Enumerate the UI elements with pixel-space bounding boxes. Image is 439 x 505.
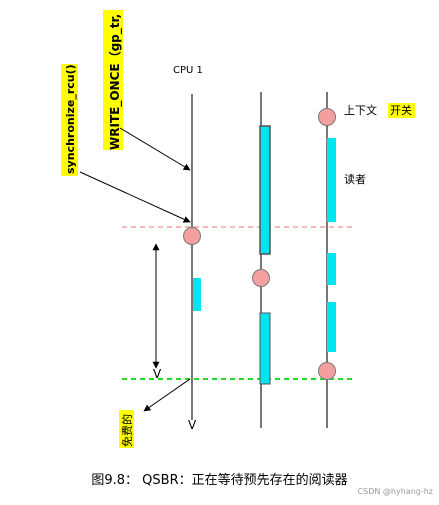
context-switch-circle [318, 108, 336, 126]
synchronize-rcu-arrow [79, 171, 191, 223]
figure-caption: 图9.8： QSBR：正在等待预先存在的阅读器 [91, 473, 348, 488]
cpu1-timeline-end-mark: V [188, 418, 197, 432]
context-switch-circle [252, 269, 270, 287]
context-switch-legend-label: 上下文 [344, 103, 377, 117]
free-arrow [143, 378, 191, 412]
watermark: CSDN @hyhang-hz [357, 487, 433, 496]
reader-bar [259, 312, 271, 385]
context-switch-circle [183, 227, 201, 245]
switch-legend-highlight [388, 103, 415, 118]
reader-bar [193, 278, 201, 311]
reader-legend-label: 读者 [344, 172, 366, 186]
write-once-label-highlight [103, 10, 123, 150]
cpu1-label: CPU 1 [173, 65, 203, 76]
free-label-highlight [119, 410, 134, 448]
switch-legend-label: 开关 [390, 103, 412, 117]
reader-bar [327, 253, 336, 285]
synchronize-rcu-label: synchronize_rcu() [64, 64, 77, 174]
write-once-label: WRITE_ONCE（gp_tr, [107, 14, 123, 150]
reader-bar [327, 138, 336, 222]
synchronize-rcu-label-highlight [61, 64, 78, 176]
write-once-arrow [119, 127, 191, 171]
reader-bar [327, 302, 336, 352]
grace-period-end-mark: V [153, 367, 162, 381]
free-label: 免费的 [120, 414, 134, 447]
context-switch-circle [318, 362, 336, 380]
reader-bar [259, 125, 271, 255]
